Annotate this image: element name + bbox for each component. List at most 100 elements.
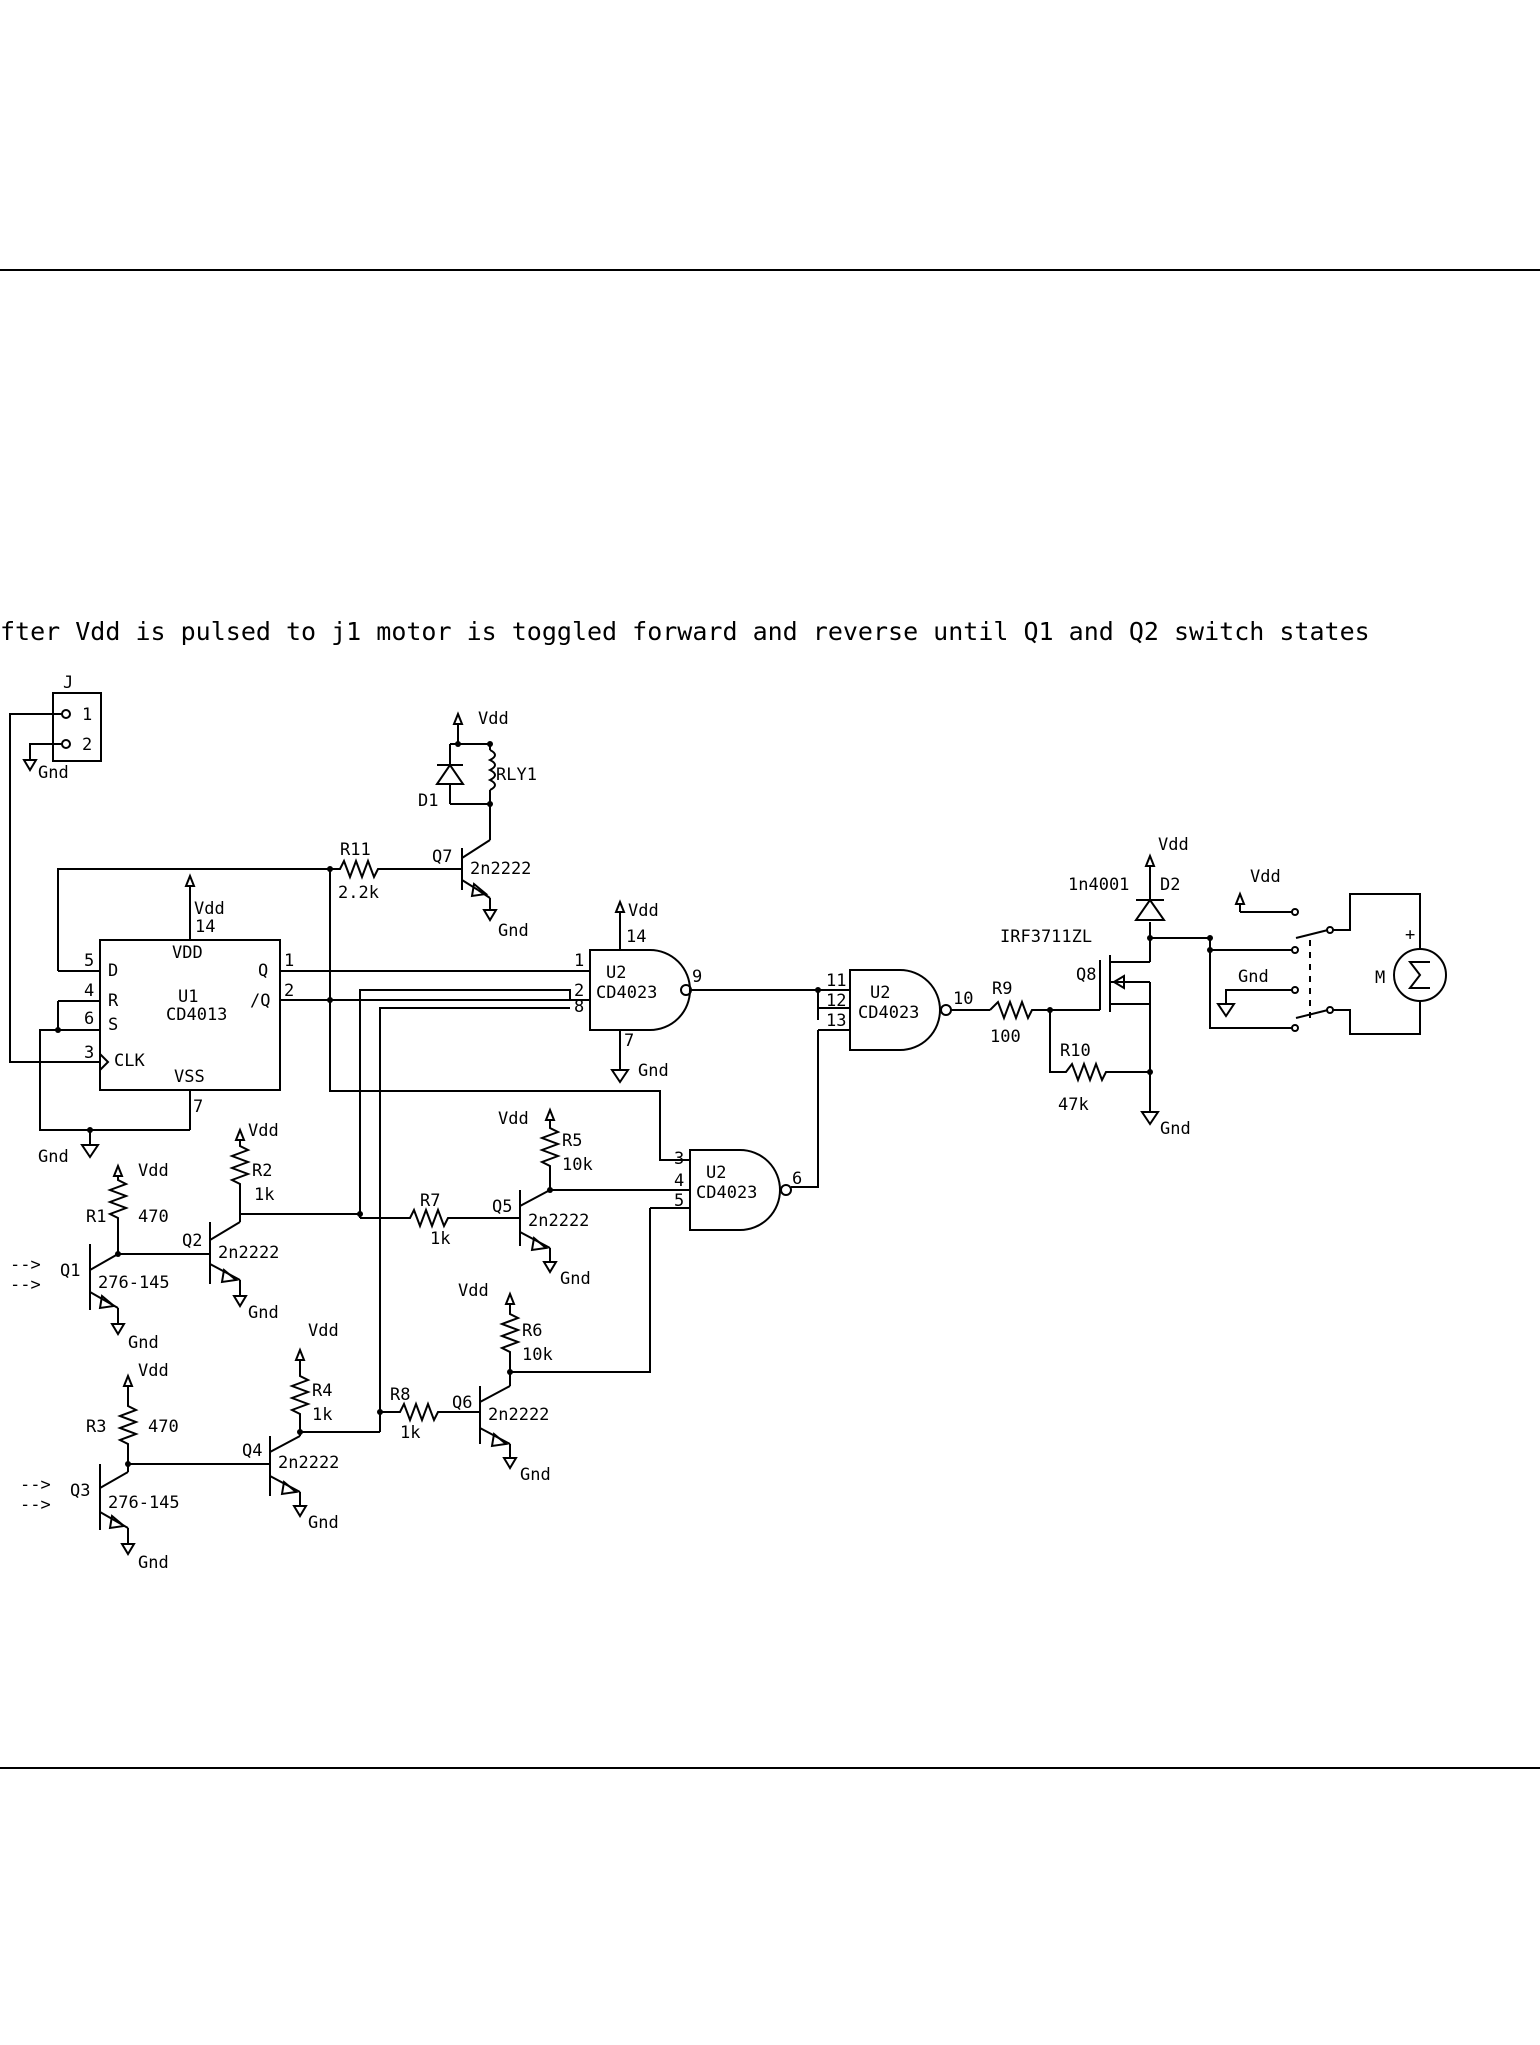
u1-ground-label: Gnd: [38, 1147, 69, 1167]
r11-value: 2.2k: [338, 883, 379, 903]
nand-gate-u2a: U2 CD4023 1 2 8 Vdd 14 7 Gnd 9: [359, 899, 821, 1432]
svg-text:D: D: [108, 961, 118, 981]
svg-text:R10: R10: [1060, 1041, 1091, 1061]
resistor-r5: [539, 1120, 561, 1172]
svg-text:8: 8: [574, 997, 584, 1017]
svg-text:100: 100: [990, 1027, 1021, 1047]
svg-text:R3: R3: [86, 1417, 106, 1437]
d1-label: D1: [418, 791, 438, 811]
svg-text:Q4: Q4: [242, 1441, 262, 1461]
svg-text:-->: -->: [20, 1495, 51, 1515]
svg-text:Q: Q: [258, 961, 268, 981]
svg-text:9: 9: [692, 967, 702, 987]
r11-label: R11: [340, 840, 371, 860]
svg-text:Gnd: Gnd: [308, 1513, 339, 1533]
connector-j-label: J: [63, 673, 73, 693]
nand-gate-u2c: U2 CD4023 3 4 5 6: [510, 1149, 818, 1373]
svg-text:Gnd: Gnd: [248, 1303, 279, 1323]
svg-text:Q1: Q1: [60, 1261, 80, 1281]
svg-text:R2: R2: [252, 1161, 272, 1181]
svg-text:Q6: Q6: [452, 1393, 472, 1413]
svg-text:Vdd: Vdd: [138, 1161, 169, 1181]
svg-text:Gnd: Gnd: [128, 1333, 159, 1353]
resistor-r6: [499, 1304, 521, 1358]
svg-text:7: 7: [624, 1031, 634, 1051]
svg-text:4: 4: [674, 1171, 684, 1191]
q7-type: 2n2222: [470, 859, 531, 879]
svg-text:Vdd: Vdd: [308, 1321, 339, 1341]
svg-text:1n4001: 1n4001: [1068, 875, 1129, 895]
svg-text:1: 1: [284, 951, 294, 971]
relay-section: Vdd D1 RLY1 Gnd Q7 2n2222 R11 2.2k: [57, 709, 670, 1161]
svg-text:2: 2: [284, 981, 294, 1001]
svg-text:13: 13: [826, 1011, 846, 1031]
resistor-r2: [229, 1140, 251, 1190]
svg-text:-->: -->: [10, 1275, 41, 1295]
motor-section: Vdd Gnd + M: [1207, 867, 1447, 1035]
svg-text:R1: R1: [86, 1207, 106, 1227]
svg-text:CLK: CLK: [114, 1051, 145, 1071]
motor-m: [1393, 948, 1447, 1002]
svg-text:10k: 10k: [522, 1345, 553, 1365]
svg-text:Gnd: Gnd: [638, 1061, 669, 1081]
svg-text:Gnd: Gnd: [138, 1553, 169, 1573]
svg-text:U2: U2: [870, 983, 890, 1003]
svg-text:Q8: Q8: [1076, 965, 1096, 985]
u1-label: U1: [178, 987, 198, 1007]
svg-text:1: 1: [82, 705, 92, 725]
svg-text:1k: 1k: [312, 1405, 332, 1425]
svg-text:1k: 1k: [254, 1185, 274, 1205]
svg-text:2n2222: 2n2222: [488, 1405, 549, 1425]
resistor-r1: [107, 1176, 129, 1226]
svg-text:3: 3: [84, 1043, 94, 1063]
svg-text:Q2: Q2: [182, 1231, 202, 1251]
svg-text:R8: R8: [390, 1385, 410, 1405]
svg-text:2n2222: 2n2222: [278, 1453, 339, 1473]
svg-text:6: 6: [84, 1009, 94, 1029]
svg-text:14: 14: [195, 917, 215, 937]
resistor-r10: [1049, 1010, 1150, 1083]
q7-label: Q7: [432, 847, 452, 867]
svg-text:Gnd: Gnd: [1160, 1119, 1191, 1139]
svg-text:10: 10: [953, 989, 973, 1009]
u1-vdd-label: Vdd: [194, 899, 225, 919]
svg-text:5: 5: [674, 1191, 684, 1211]
svg-text:R5: R5: [562, 1131, 582, 1151]
svg-text:14: 14: [626, 927, 646, 947]
svg-text:CD4023: CD4023: [696, 1183, 757, 1203]
u1-type: CD4013: [166, 1005, 227, 1025]
svg-text:Vdd: Vdd: [1158, 835, 1189, 855]
svg-text:470: 470: [148, 1417, 179, 1437]
svg-text:Vdd: Vdd: [458, 1281, 489, 1301]
svg-text:10k: 10k: [562, 1155, 593, 1175]
svg-text:Q5: Q5: [492, 1197, 512, 1217]
nand-gate-u2b: U2 CD4023 11 12 13 10: [795, 969, 990, 1188]
svg-text:Gnd: Gnd: [520, 1465, 551, 1485]
resistor-r7: [360, 1207, 520, 1229]
svg-text:VSS: VSS: [174, 1067, 205, 1087]
resistor-r4: [289, 1360, 311, 1420]
svg-text:1: 1: [574, 951, 584, 971]
svg-text:2: 2: [574, 981, 584, 1001]
svg-text:Gnd: Gnd: [560, 1269, 591, 1289]
svg-text:2n2222: 2n2222: [528, 1211, 589, 1231]
svg-text:Vdd: Vdd: [1250, 867, 1281, 887]
svg-text:1k: 1k: [430, 1229, 450, 1249]
svg-text:/Q: /Q: [250, 991, 270, 1011]
svg-text:3: 3: [674, 1149, 684, 1169]
svg-text:Q3: Q3: [70, 1481, 90, 1501]
svg-text:11: 11: [826, 971, 846, 991]
svg-text:7: 7: [193, 1097, 203, 1117]
rly1-label: RLY1: [496, 765, 537, 785]
flipflop-u1: VDD 14 Vdd U1 CD4013 D R S CLK VSS Q /Q …: [38, 873, 570, 1167]
svg-text:S: S: [108, 1015, 118, 1035]
svg-text:R6: R6: [522, 1321, 542, 1341]
input-chain-1: --> --> Q1 Gnd 276-145 Vdd R1 470 Gnd Q2…: [10, 1107, 593, 1353]
svg-text:2n2222: 2n2222: [218, 1243, 279, 1263]
svg-text:Vdd: Vdd: [248, 1121, 279, 1141]
svg-text:5: 5: [84, 951, 94, 971]
mosfet-driver: R9 100 R10 47k Gnd IRF3711ZL Q8 Vdd 1n40…: [989, 835, 1213, 1139]
resistor-r9: [989, 999, 1100, 1021]
